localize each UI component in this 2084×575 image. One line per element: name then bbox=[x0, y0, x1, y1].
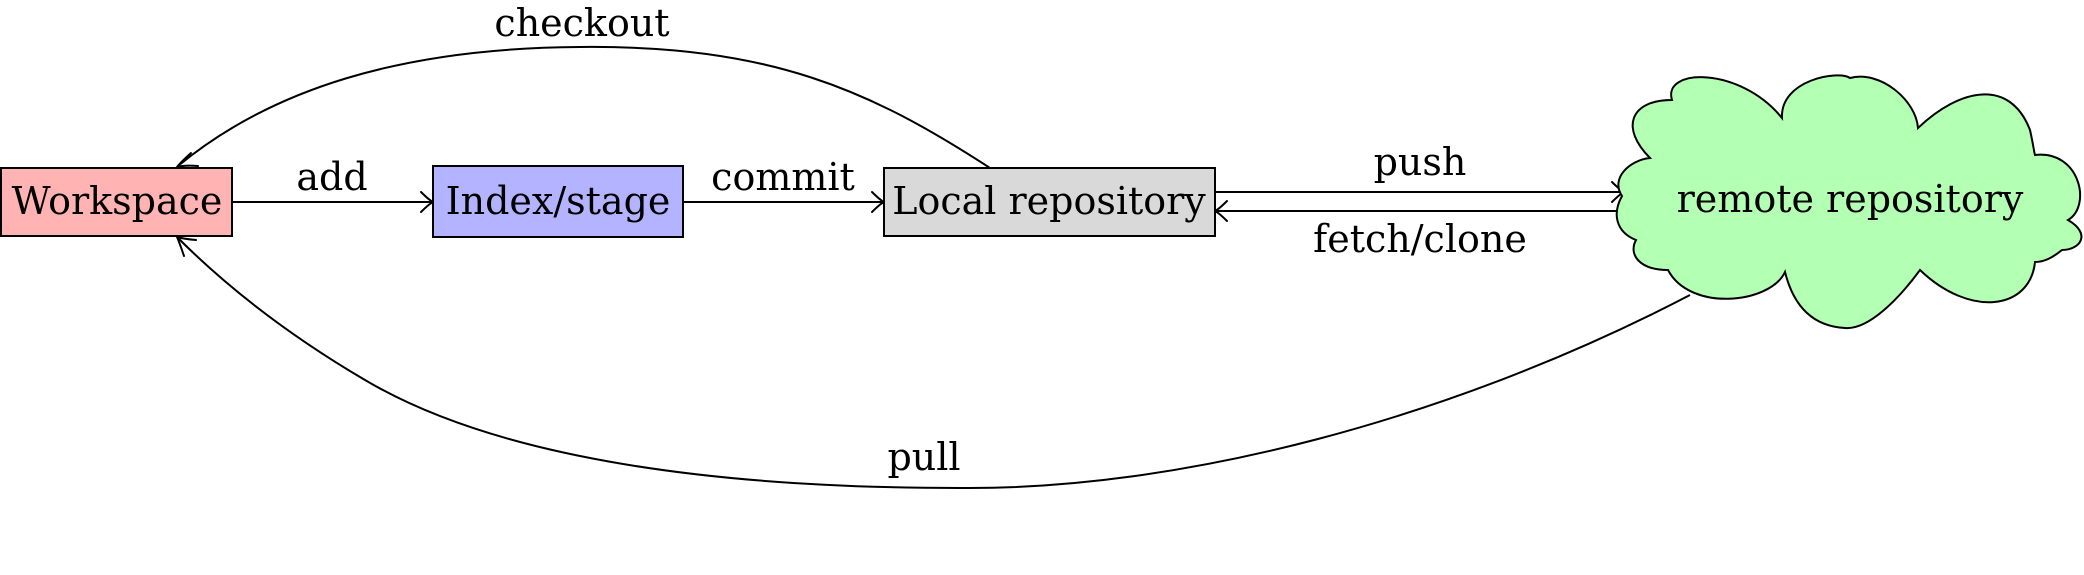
checkout-label: checkout bbox=[494, 1, 669, 45]
workspace-node: Workspace bbox=[0, 167, 233, 237]
pull-label: pull bbox=[887, 435, 960, 479]
workspace-label: Workspace bbox=[12, 179, 223, 223]
remote-repository-label: remote repository bbox=[1677, 177, 2024, 221]
local-repository-label: Local repository bbox=[892, 179, 1206, 223]
push-label: push bbox=[1374, 140, 1467, 184]
pull-arrowhead bbox=[176, 236, 197, 257]
pull-edge bbox=[177, 237, 1691, 490]
index-stage-box bbox=[432, 165, 684, 238]
checkout-edge bbox=[177, 45, 991, 169]
remote-repository-node: remote repository bbox=[1615, 74, 2083, 330]
index-stage-node: Index/stage bbox=[432, 165, 684, 238]
fetch-clone-arrowhead bbox=[1214, 200, 1228, 222]
remote-repository-cloud bbox=[1615, 74, 2083, 330]
local-repository-box bbox=[883, 167, 1216, 237]
local-repository-node: Local repository bbox=[883, 167, 1216, 237]
index-stage-label: Index/stage bbox=[446, 179, 671, 223]
commit-label: commit bbox=[711, 155, 855, 199]
fetch-clone-label: fetch/clone bbox=[1313, 217, 1527, 261]
add-label: add bbox=[296, 155, 367, 199]
